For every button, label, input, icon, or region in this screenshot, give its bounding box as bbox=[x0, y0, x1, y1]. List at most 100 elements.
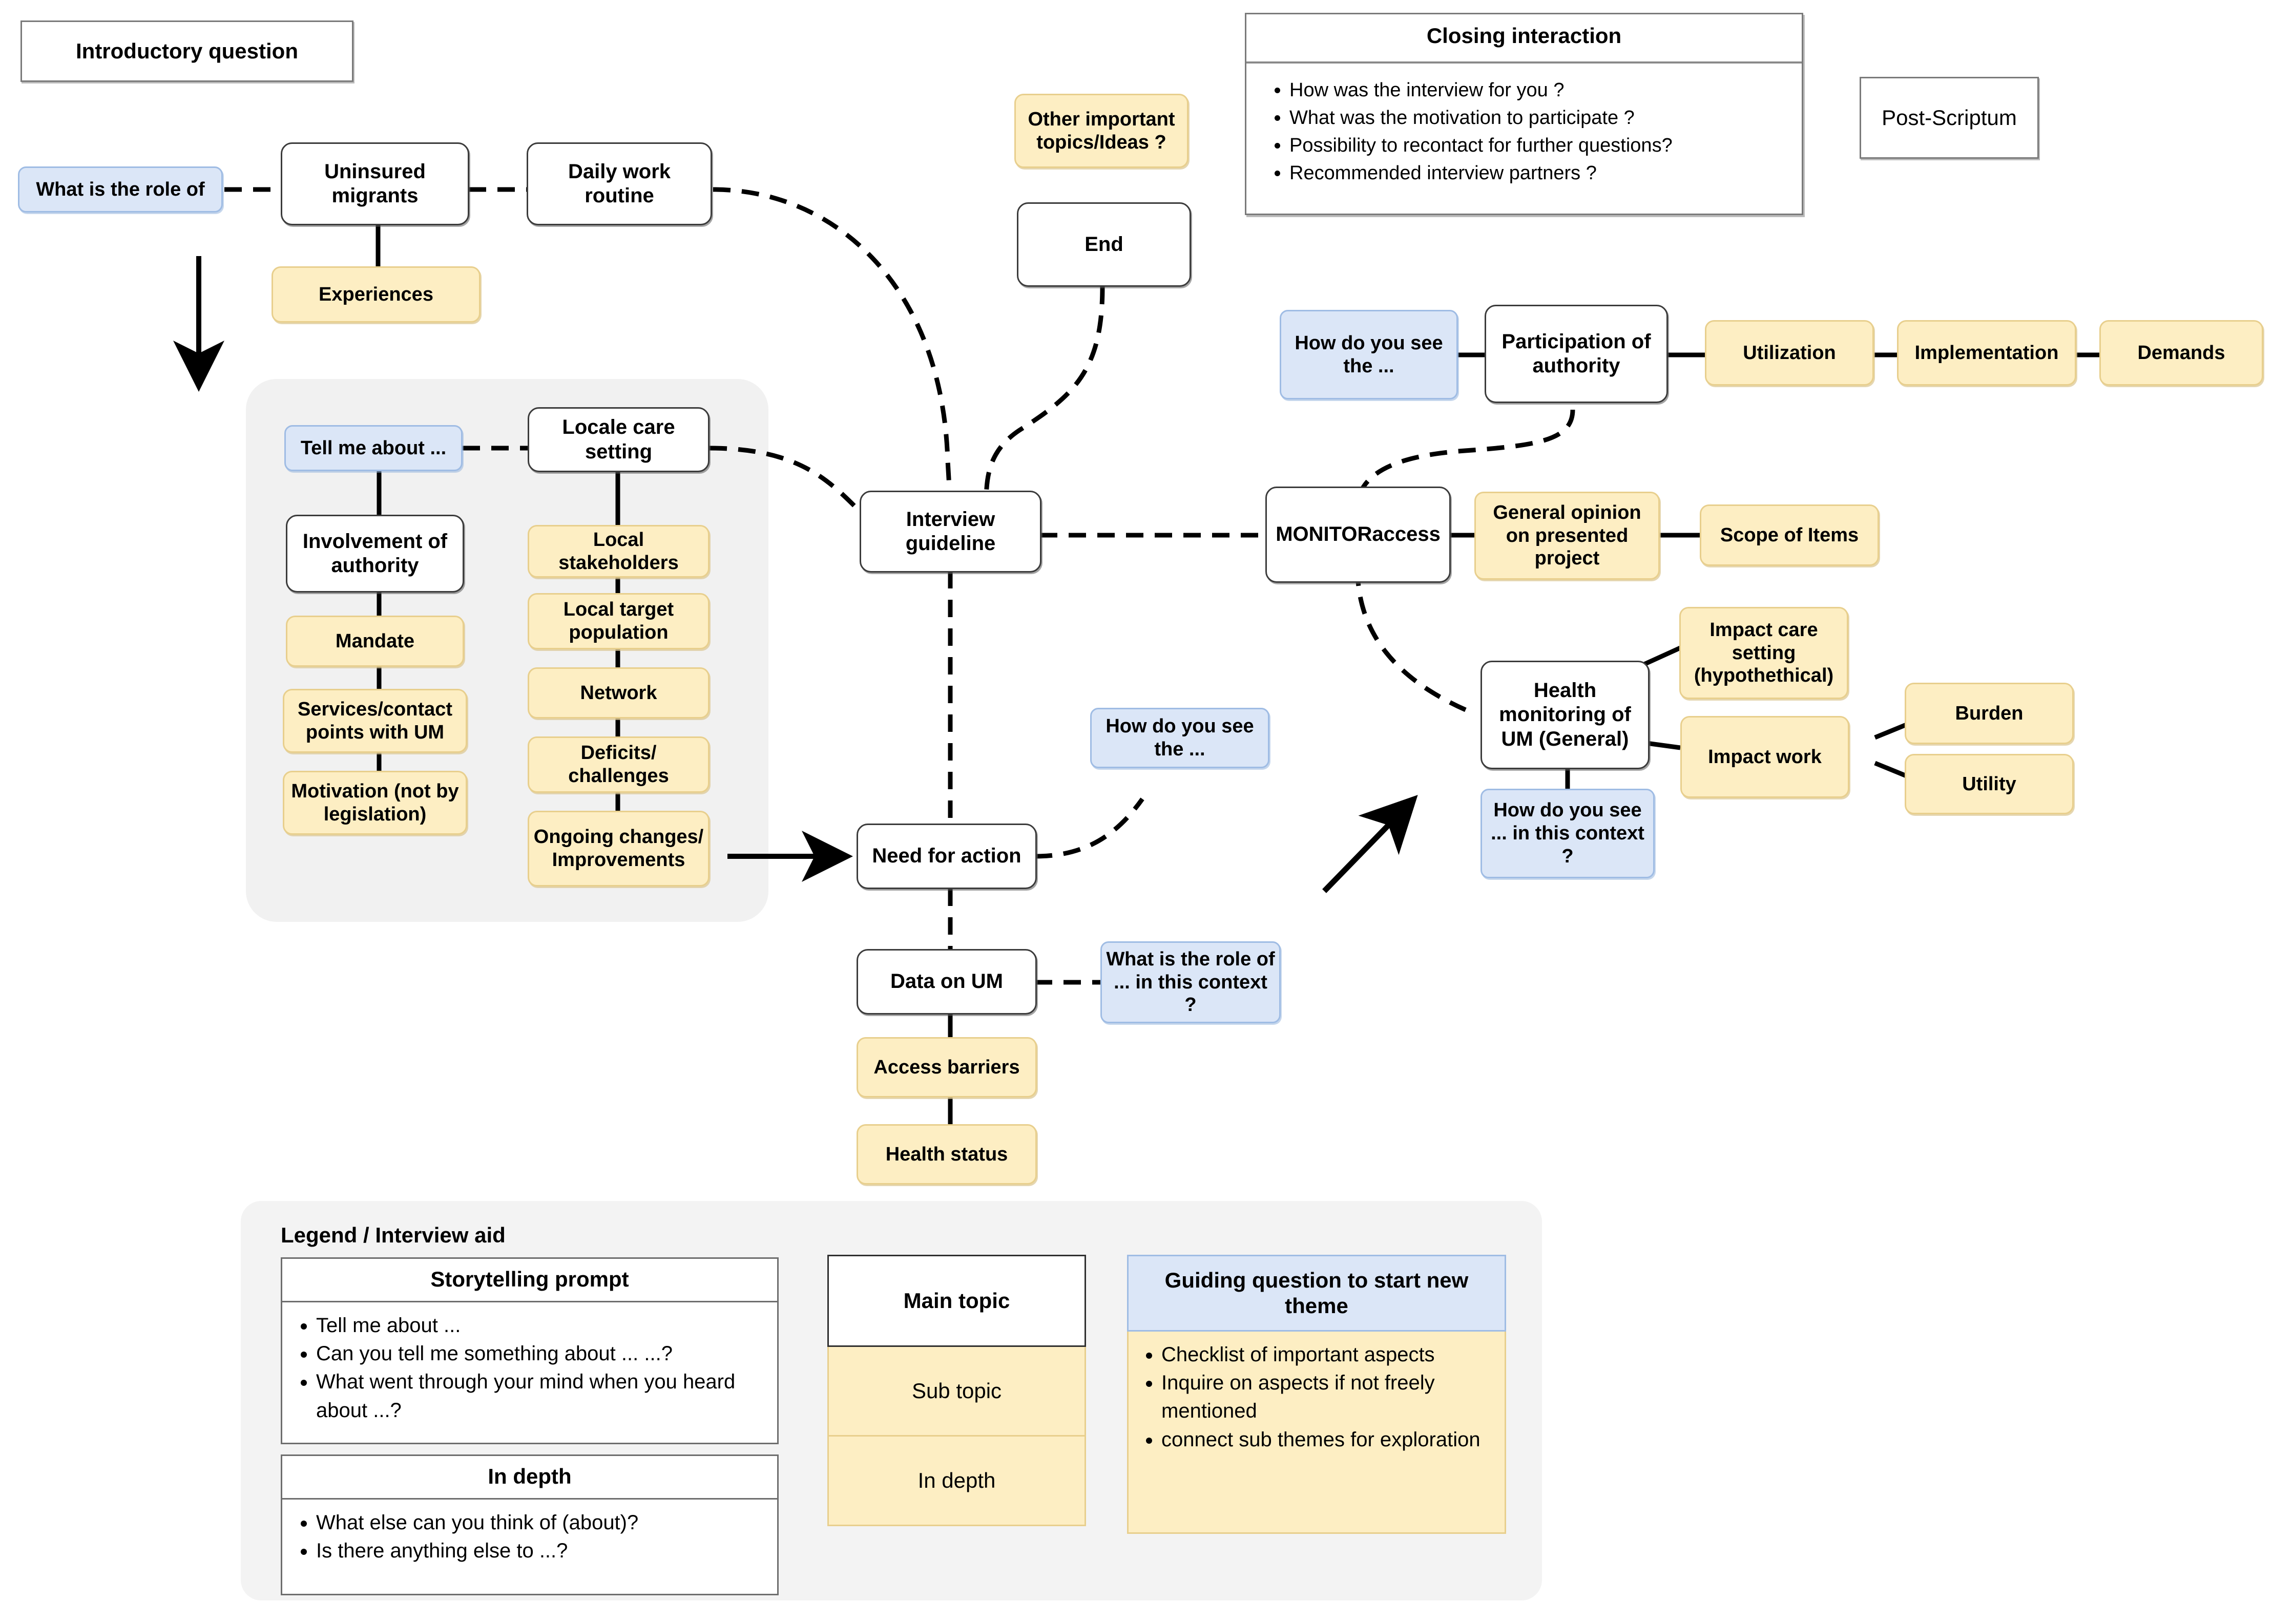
closing-interaction-body: How was the interview for you ? What was… bbox=[1246, 64, 1802, 201]
node-how-do-you-see-the-middle[interactable]: How do you see the ... bbox=[1090, 708, 1269, 768]
node-uninsured-migrants[interactable]: Uninsured migrants bbox=[281, 142, 469, 225]
closing-item: Recommended interview partners ? bbox=[1289, 160, 1786, 187]
node-label: Motivation (not by legislation) bbox=[291, 780, 459, 825]
post-scriptum-box: Post-Scriptum bbox=[1860, 77, 2039, 159]
node-burden[interactable]: Burden bbox=[1905, 683, 2074, 744]
node-daily-work-routine[interactable]: Daily work routine bbox=[527, 142, 712, 225]
node-label: Mandate bbox=[335, 630, 415, 652]
node-other-important-topics[interactable]: Other important topics/Ideas ? bbox=[1014, 94, 1188, 168]
node-label: Utility bbox=[1962, 773, 2016, 795]
node-label: What is the role of bbox=[36, 178, 205, 200]
legend-item: What went through your mind when you hea… bbox=[316, 1368, 764, 1424]
node-experiences[interactable]: Experiences bbox=[272, 266, 481, 323]
node-impact-care-setting[interactable]: Impact care setting (hypothethical) bbox=[1679, 607, 1848, 699]
closing-interaction-title: Closing interaction bbox=[1246, 14, 1802, 64]
legend-key-main-topic: Main topic bbox=[827, 1255, 1086, 1347]
node-tell-me-about[interactable]: Tell me about ... bbox=[284, 425, 463, 471]
node-participation-of-authority[interactable]: Participation of authority bbox=[1485, 305, 1668, 403]
node-label: Involvement of authority bbox=[302, 530, 448, 577]
intro-question-box: Introductory question bbox=[20, 20, 353, 82]
legend-storytelling-head: Storytelling prompt bbox=[282, 1259, 777, 1302]
legend-in-depth-head: In depth bbox=[282, 1456, 777, 1500]
node-health-status[interactable]: Health status bbox=[857, 1124, 1037, 1185]
node-deficits-challenges[interactable]: Deficits/ challenges bbox=[528, 736, 710, 793]
legend-guiding-question-head: Guiding question to start new theme bbox=[1127, 1255, 1506, 1332]
node-label: How do you see the ... bbox=[1295, 332, 1443, 377]
node-general-opinion[interactable]: General opinion on presented project bbox=[1474, 492, 1660, 580]
node-local-target-population[interactable]: Local target population bbox=[528, 593, 710, 649]
node-health-monitoring-um[interactable]: Health monitoring of UM (General) bbox=[1480, 661, 1650, 769]
node-end[interactable]: End bbox=[1017, 202, 1191, 287]
wire-end-to-guideline bbox=[984, 286, 1105, 505]
node-locale-care-setting[interactable]: Locale care setting bbox=[528, 407, 710, 472]
legend-in-depth-card: In depth What else can you think of (abo… bbox=[281, 1454, 779, 1595]
legend-item: Checklist of important aspects bbox=[1161, 1341, 1495, 1369]
node-label: Local target population bbox=[563, 599, 674, 643]
node-access-barriers[interactable]: Access barriers bbox=[857, 1037, 1037, 1098]
node-motivation[interactable]: Motivation (not by legislation) bbox=[283, 771, 467, 835]
node-label: General opinion on presented project bbox=[1493, 501, 1641, 570]
intro-question-label: Introductory question bbox=[76, 39, 298, 64]
legend-item: Can you tell me something about ... ...? bbox=[316, 1340, 764, 1368]
node-local-stakeholders[interactable]: Local stakeholders bbox=[528, 525, 710, 578]
node-what-is-the-role-in-context[interactable]: What is the role of ... in this context … bbox=[1100, 941, 1281, 1023]
legend-key-label: Main topic bbox=[903, 1289, 1010, 1313]
node-label: Services/contact points with UM bbox=[297, 698, 453, 743]
legend-storytelling-card: Storytelling prompt Tell me about ... Ca… bbox=[281, 1257, 779, 1444]
node-label: End bbox=[1085, 233, 1123, 256]
node-label: Impact work bbox=[1708, 746, 1822, 768]
node-label: Other important topics/Ideas ? bbox=[1028, 108, 1175, 153]
node-scope-of-items[interactable]: Scope of Items bbox=[1700, 504, 1879, 566]
legend-key-in-depth: In depth bbox=[827, 1437, 1086, 1526]
node-utility[interactable]: Utility bbox=[1905, 754, 2074, 814]
legend-item: Is there anything else to ...? bbox=[316, 1537, 764, 1565]
node-impact-work[interactable]: Impact work bbox=[1680, 716, 1849, 798]
node-label: Local stakeholders bbox=[558, 529, 679, 574]
closing-item: What was the motivation to participate ? bbox=[1289, 104, 1786, 132]
legend-item: Inquire on aspects if not freely mention… bbox=[1161, 1369, 1495, 1425]
node-demands[interactable]: Demands bbox=[2099, 320, 2263, 386]
node-label: Demands bbox=[2137, 342, 2225, 364]
node-network[interactable]: Network bbox=[528, 667, 710, 719]
node-label: What is the role of ... in this context … bbox=[1106, 948, 1275, 1016]
node-involvement-of-authority[interactable]: Involvement of authority bbox=[286, 515, 464, 593]
legend-storytelling-body: Tell me about ... Can you tell me someth… bbox=[282, 1302, 777, 1434]
node-monitoraccess[interactable]: MONITORaccess bbox=[1265, 487, 1451, 583]
node-label: Health status bbox=[885, 1143, 1008, 1165]
legend-item: connect sub themes for exploration bbox=[1161, 1426, 1495, 1454]
node-mandate[interactable]: Mandate bbox=[286, 616, 464, 667]
legend-guiding-question-stack: Guiding question to start new theme Chec… bbox=[1127, 1255, 1506, 1534]
node-label: Network bbox=[580, 682, 657, 704]
legend-key-stack: Main topic Sub topic In depth bbox=[827, 1255, 1086, 1526]
arrow-to-health-monitoring bbox=[1322, 795, 1418, 893]
closing-item: Possibility to recontact for further que… bbox=[1289, 132, 1786, 160]
node-label: MONITORaccess bbox=[1276, 523, 1441, 546]
node-utilization[interactable]: Utilization bbox=[1705, 320, 1874, 386]
node-ongoing-changes[interactable]: Ongoing changes/ Improvements bbox=[528, 811, 710, 887]
legend-guiding-question-body: Checklist of important aspects Inquire o… bbox=[1127, 1332, 1506, 1534]
node-data-on-um[interactable]: Data on UM bbox=[857, 949, 1037, 1015]
node-what-is-the-role-of[interactable]: What is the role of bbox=[18, 166, 223, 213]
node-label: Interview guideline bbox=[905, 508, 996, 555]
node-label: How do you see ... in this context ? bbox=[1491, 799, 1644, 867]
legend-in-depth-body: What else can you think of (about)? Is t… bbox=[282, 1500, 777, 1574]
node-label: Daily work routine bbox=[568, 160, 671, 207]
node-label: Locale care setting bbox=[562, 416, 675, 463]
closing-interaction-card: Closing interaction How was the intervie… bbox=[1245, 13, 1803, 215]
node-how-do-you-see-the-top[interactable]: How do you see the ... bbox=[1280, 310, 1458, 399]
legend-guiding-label: Guiding question to start new theme bbox=[1164, 1268, 1469, 1318]
node-need-for-action[interactable]: Need for action bbox=[857, 824, 1037, 889]
node-how-do-you-see-in-this-context[interactable]: How do you see ... in this context ? bbox=[1480, 789, 1655, 878]
node-services-contact-points[interactable]: Services/contact points with UM bbox=[283, 689, 467, 753]
node-label: Scope of Items bbox=[1720, 524, 1859, 546]
node-label: Participation of authority bbox=[1502, 330, 1651, 377]
wire-monitoraccess-to-health-monitoring bbox=[1355, 568, 1471, 714]
node-label: How do you see the ... bbox=[1106, 715, 1254, 760]
legend-item: What else can you think of (about)? bbox=[316, 1509, 764, 1537]
node-interview-guideline[interactable]: Interview guideline bbox=[860, 491, 1041, 573]
node-label: Experiences bbox=[319, 283, 433, 305]
node-label: Need for action bbox=[872, 845, 1021, 868]
node-implementation[interactable]: Implementation bbox=[1897, 320, 2076, 386]
closing-item: How was the interview for you ? bbox=[1289, 77, 1786, 104]
